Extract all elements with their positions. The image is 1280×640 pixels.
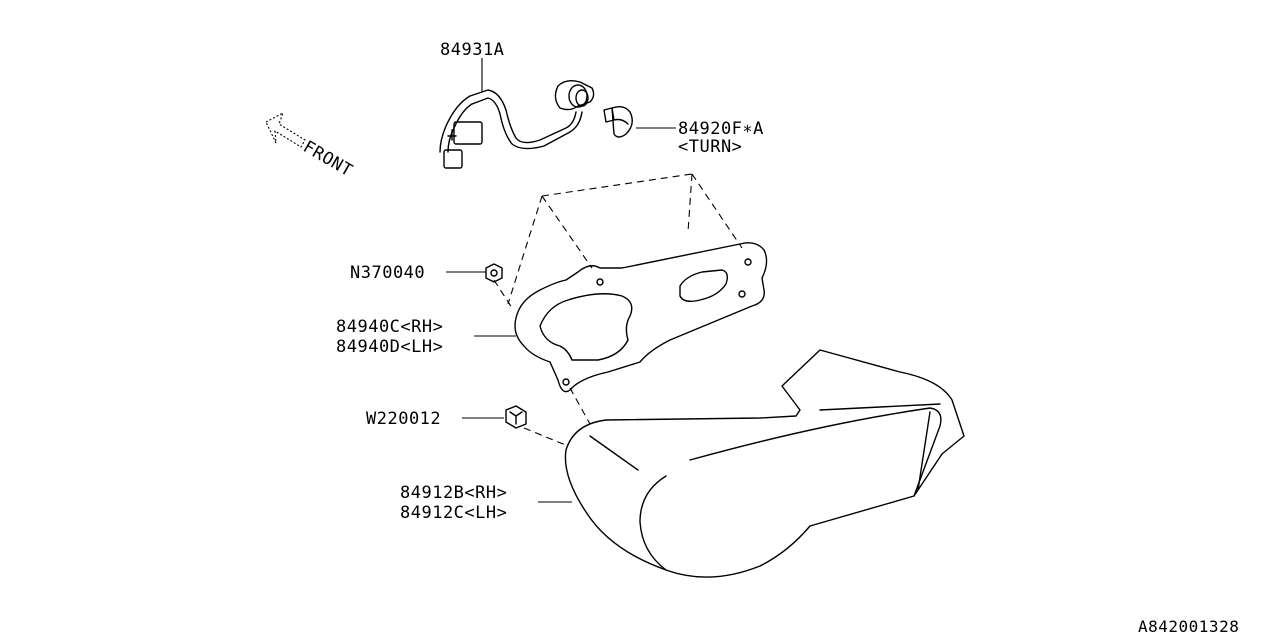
label-bulb: 84920F∗A: [678, 119, 764, 139]
label-harness: 84931A: [440, 40, 504, 60]
front-arrow-icon: [265, 111, 306, 148]
leader-lines: [446, 58, 676, 503]
label-lamp-rh: 84912B<RH>: [400, 483, 507, 503]
screw-part: [505, 405, 527, 429]
tail-lamp: [564, 349, 965, 578]
front-label: FRONT: [300, 137, 356, 181]
label-bracket-rh: 84940C<RH>: [336, 317, 443, 337]
nut-part: [485, 263, 503, 283]
bracket-part: [514, 242, 768, 393]
label-lamp-lh: 84912C<LH>: [400, 503, 507, 523]
label-nut: N370040: [350, 263, 425, 283]
wiring-harness: [439, 79, 595, 169]
assembly-guides: [493, 173, 743, 447]
label-bulb-note: <TURN>: [678, 137, 742, 157]
label-screw: W220012: [366, 409, 441, 429]
label-bracket-lh: 84940D<LH>: [336, 337, 443, 357]
turn-bulb: [603, 105, 633, 138]
diagram-reference-id: A842001328: [1138, 617, 1239, 636]
